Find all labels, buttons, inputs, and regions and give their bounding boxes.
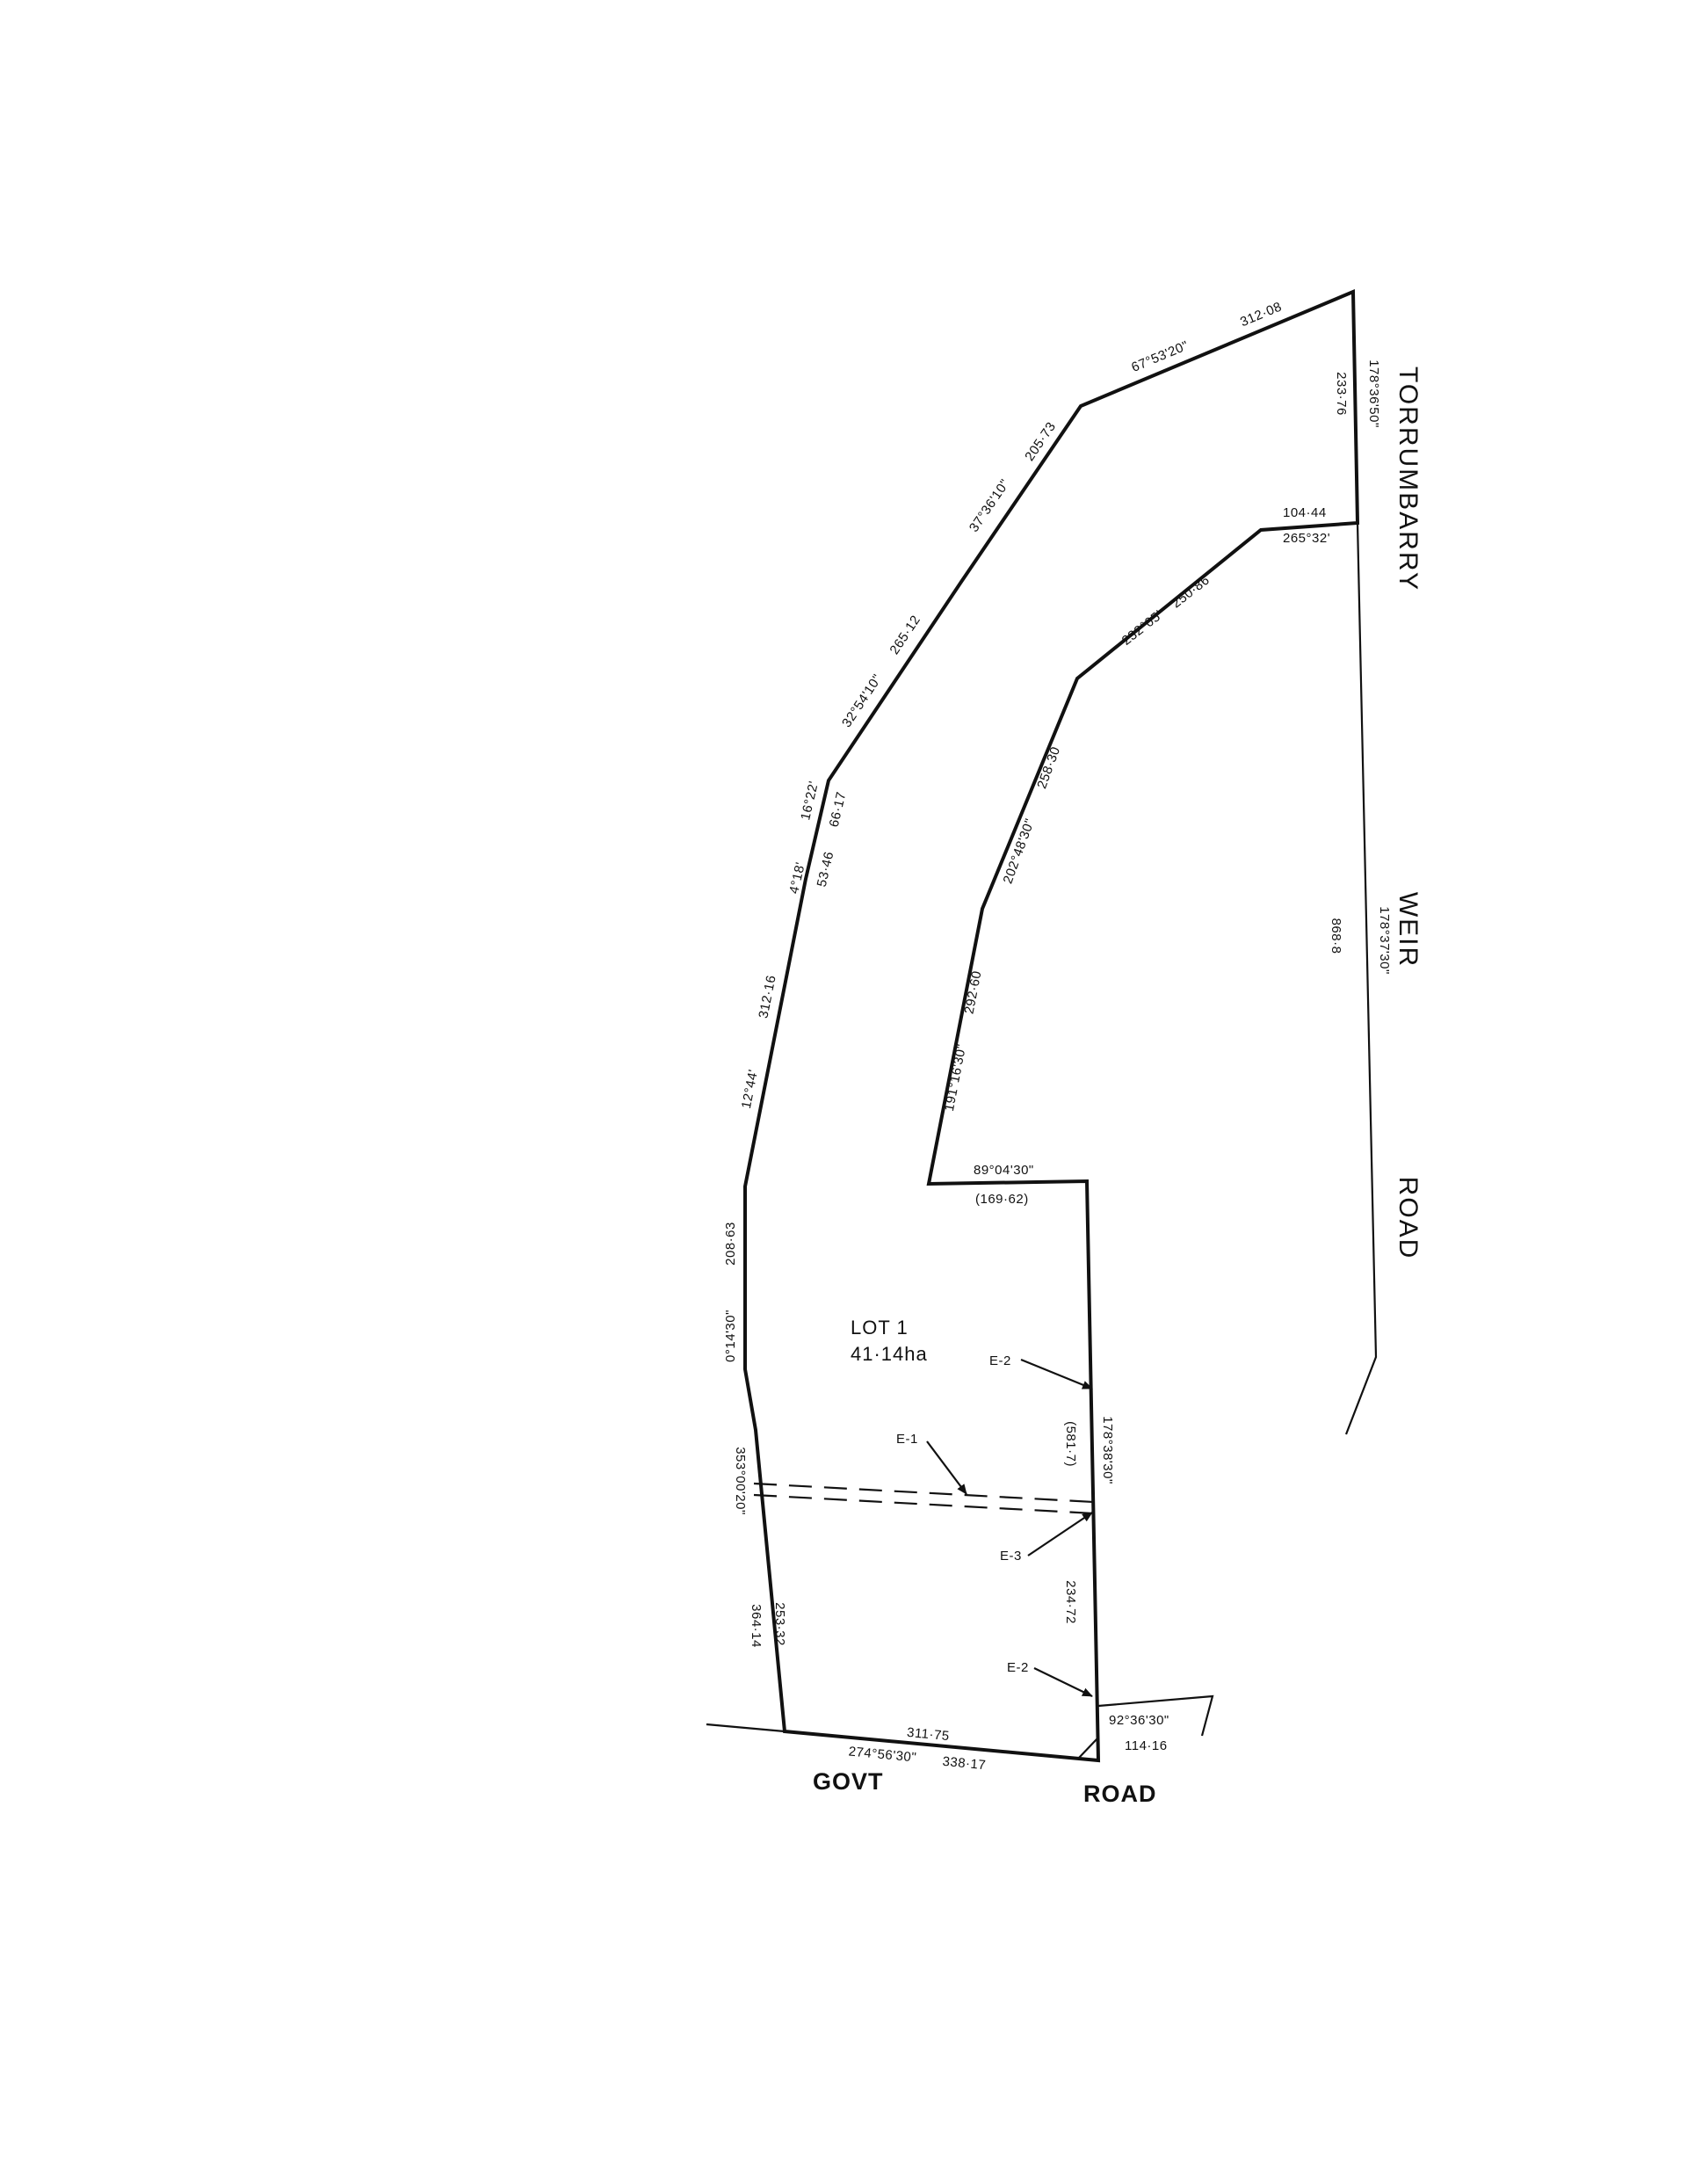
corner-splay: [1078, 1738, 1098, 1759]
dim-arc-distance-1: 66·17: [827, 790, 850, 829]
govt-road-west-line: [706, 1723, 786, 1733]
e1-arrow: [926, 1440, 967, 1495]
easement-e1-line-upper: [753, 1482, 1095, 1504]
road-name-road-east: ROAD: [1394, 1177, 1423, 1260]
road-reserve-line: [1344, 291, 1378, 1435]
dim-inner-ne-distance: 250·86: [1169, 572, 1213, 611]
road-name-weir: WEIR: [1394, 892, 1423, 968]
dim-south-distance: 338·17: [942, 1754, 987, 1774]
dim-south-distance-top: 311·75: [906, 1725, 950, 1744]
dim-nw2-distance: 265·12: [887, 613, 923, 657]
dim-w1-bearing: 12°44': [739, 1068, 761, 1110]
dim-arc-distance-2: 53·46: [815, 850, 837, 889]
dim-nw1-distance: 205·73: [1022, 419, 1059, 464]
road-name-govt: GOVT: [813, 1768, 884, 1795]
dim-inner-low-distance: 292·60: [961, 969, 984, 1015]
dim-east-distance: (581·7): [1063, 1421, 1078, 1467]
dim-inner-low-bearing: 191°16'30": [942, 1042, 969, 1112]
easement-e1-line-lower: [753, 1493, 1095, 1515]
dim-inner-top-bearing: 265°32': [1283, 531, 1330, 546]
dim-inner-top-distance: 104·44: [1283, 505, 1327, 520]
dim-sw-bearing: 353°00'20": [733, 1447, 748, 1515]
easement-e1-label: E-1: [896, 1432, 918, 1447]
dim-south-road-bearing: 92°36'30": [1109, 1713, 1169, 1728]
e3-arrow: [1027, 1512, 1093, 1556]
easement-e3-label: E-3: [1000, 1549, 1022, 1564]
dim-notch-bearing: 89°04'30": [974, 1163, 1034, 1178]
dim-sw-distance-a: 364·14: [749, 1604, 764, 1648]
dim-ne-bearing: 178°36'50": [1366, 359, 1381, 428]
road-name-torrumbarry: TORRUMBARRY: [1394, 366, 1423, 591]
dim-w2-bearing: 0°14'30": [723, 1310, 738, 1362]
lot-area: 41·14ha: [851, 1343, 928, 1365]
easement-e2-upper-label: E-2: [989, 1353, 1011, 1368]
dim-notch-distance: (169·62): [975, 1192, 1029, 1207]
easement-e2-lower-label: E-2: [1007, 1660, 1029, 1675]
lot-name: LOT 1: [851, 1317, 909, 1339]
dim-ne-distance: 233·76: [1334, 372, 1349, 416]
dim-nw2-bearing: 32°54'10": [839, 671, 885, 730]
dim-east-bearing: 178°38'30": [1100, 1416, 1115, 1484]
dim-nw1-bearing: 37°36'10": [967, 476, 1013, 534]
dim-south-bearing: 274°56'30": [848, 1744, 917, 1765]
dim-east-lower-distance: 234·72: [1063, 1580, 1078, 1624]
dim-road-distance: 868·8: [1329, 918, 1343, 954]
dim-south-road-distance: 114·16: [1125, 1738, 1168, 1753]
dim-sw-distance-b: 253·32: [772, 1602, 787, 1646]
dim-w2-distance: 208·63: [723, 1222, 738, 1266]
dim-top-bearing: 67°53'20": [1129, 338, 1191, 375]
dim-inner-ne-bearing: 232°05': [1119, 607, 1166, 649]
e2-lower-arrow: [1033, 1667, 1093, 1697]
dim-w1-distance: 312·16: [756, 974, 778, 1019]
road-name-road-south: ROAD: [1083, 1781, 1157, 1807]
dim-road-bearing: 178°37'30": [1377, 906, 1392, 975]
dim-arc-angle-1: 16°22': [798, 780, 822, 822]
govt-road-east-line: [1097, 1694, 1214, 1737]
e2-upper-arrow: [1020, 1358, 1093, 1390]
